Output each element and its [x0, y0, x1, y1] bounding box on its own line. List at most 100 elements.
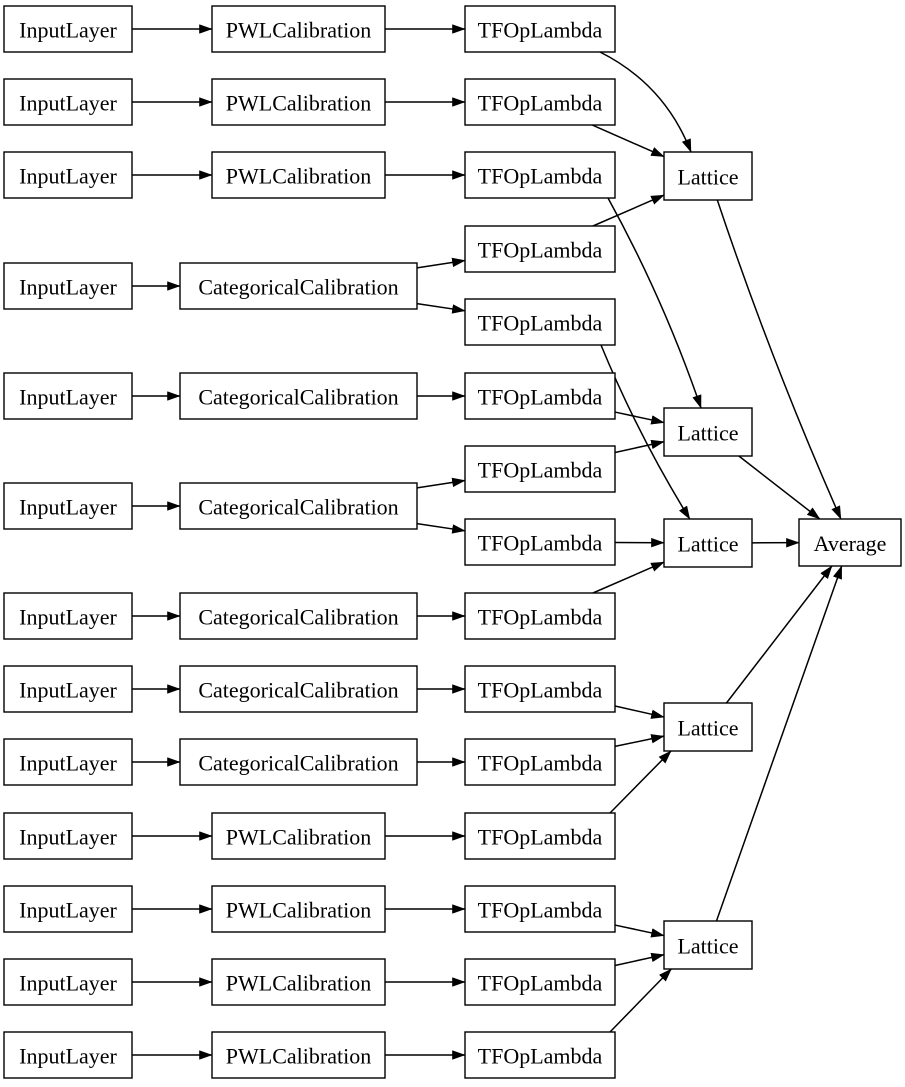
node-label: CategoricalCalibration [198, 385, 398, 410]
node-tf7: TFOpLambda [464, 445, 616, 493]
node-tf2: TFOpLambda [464, 78, 616, 126]
node-tf9: TFOpLambda [464, 592, 616, 640]
node-label: Lattice [677, 934, 738, 959]
node-box [179, 592, 418, 640]
node-box [663, 151, 753, 201]
node-cal11: PWLCalibration [211, 885, 386, 933]
node-cal2: PWLCalibration [211, 78, 386, 126]
node-tf10: TFOpLambda [464, 665, 616, 713]
node-box [3, 262, 133, 310]
node-label: PWLCalibration [226, 898, 371, 923]
node-box [464, 298, 616, 346]
edge-tf4-lat1 [592, 194, 665, 227]
edge-cal4-tf5 [416, 302, 466, 314]
node-box [211, 958, 386, 1006]
node-label: Lattice [677, 421, 738, 446]
node-box [3, 738, 133, 786]
node-label: TFOpLambda [478, 678, 603, 703]
node-in2: InputLayer [3, 78, 133, 126]
node-in8: InputLayer [3, 665, 133, 713]
node-in7: InputLayer [3, 592, 133, 640]
node-cal3: PWLCalibration [211, 151, 386, 199]
node-in12: InputLayer [3, 958, 133, 1006]
node-label: InputLayer [19, 385, 117, 410]
node-label: CategoricalCalibration [198, 751, 398, 776]
node-cal10: PWLCalibration [211, 812, 386, 860]
node-box [464, 812, 616, 860]
node-label: InputLayer [19, 898, 117, 923]
node-box [663, 920, 753, 970]
node-box [798, 518, 902, 567]
edge-tf10-lat4 [614, 705, 665, 719]
node-box [3, 665, 133, 713]
edge-tf13-lat5 [614, 924, 665, 938]
node-box [464, 225, 616, 273]
node-cal5: CategoricalCalibration [179, 372, 418, 420]
edge-tf7-lat2 [614, 439, 665, 454]
node-lat4: Lattice [663, 702, 753, 752]
node-lat3: Lattice [663, 518, 753, 568]
node-label: TFOpLambda [478, 971, 603, 996]
edge-cal4-tf4 [416, 257, 466, 269]
node-label: TFOpLambda [478, 531, 603, 556]
edge-lat1-avg [716, 199, 842, 520]
node-box [179, 482, 418, 530]
node-box [663, 407, 753, 457]
node-label: TFOpLambda [478, 238, 603, 263]
node-label: CategoricalCalibration [198, 495, 398, 520]
node-lat2: Lattice [663, 407, 753, 457]
node-avg: Average [798, 518, 902, 567]
edge-tf14-lat5 [614, 952, 665, 967]
node-box [464, 592, 616, 640]
node-tf12: TFOpLambda [464, 812, 616, 860]
edge-lat2-avg [738, 455, 821, 520]
node-label: TFOpLambda [478, 898, 603, 923]
node-box [3, 958, 133, 1006]
node-label: InputLayer [19, 678, 117, 703]
node-label: TFOpLambda [478, 385, 603, 410]
node-label: InputLayer [19, 275, 117, 300]
node-box [3, 482, 133, 530]
node-label: InputLayer [19, 825, 117, 850]
node-tf3: TFOpLambda [464, 151, 616, 199]
node-label: TFOpLambda [478, 458, 603, 483]
node-label: InputLayer [19, 495, 117, 520]
edge-tf3-lat2 [607, 197, 702, 409]
edge-tf5-lat3 [600, 344, 691, 520]
node-label: TFOpLambda [478, 311, 603, 336]
node-box [464, 738, 616, 786]
node-label: InputLayer [19, 971, 117, 996]
node-label: TFOpLambda [478, 164, 603, 189]
node-box [211, 885, 386, 933]
node-label: PWLCalibration [226, 91, 371, 116]
node-label: TFOpLambda [478, 605, 603, 630]
node-box [464, 445, 616, 493]
node-box [663, 518, 753, 568]
edge-cal6-tf8 [416, 522, 466, 534]
nodes-layer: InputLayerInputLayerInputLayerInputLayer… [3, 5, 902, 1079]
edge-tf11-lat4 [614, 734, 665, 748]
node-box [464, 665, 616, 713]
node-label: PWLCalibration [226, 164, 371, 189]
node-tf14: TFOpLambda [464, 958, 616, 1006]
node-label: TFOpLambda [478, 91, 603, 116]
edge-lat5-avg [715, 565, 843, 922]
node-in10: InputLayer [3, 812, 133, 860]
node-label: Lattice [677, 716, 738, 741]
node-box [211, 151, 386, 199]
edges-layer [132, 24, 843, 1060]
node-box [179, 372, 418, 420]
edge-tf9-lat3 [592, 561, 665, 594]
node-cal1: PWLCalibration [211, 5, 386, 53]
node-label: InputLayer [19, 751, 117, 776]
node-label: CategoricalCalibration [198, 275, 398, 300]
node-box [179, 738, 418, 786]
node-box [464, 372, 616, 420]
node-in11: InputLayer [3, 885, 133, 933]
node-lat1: Lattice [663, 151, 753, 201]
node-label: Lattice [677, 165, 738, 190]
node-in13: InputLayer [3, 1031, 133, 1079]
node-box [3, 885, 133, 933]
